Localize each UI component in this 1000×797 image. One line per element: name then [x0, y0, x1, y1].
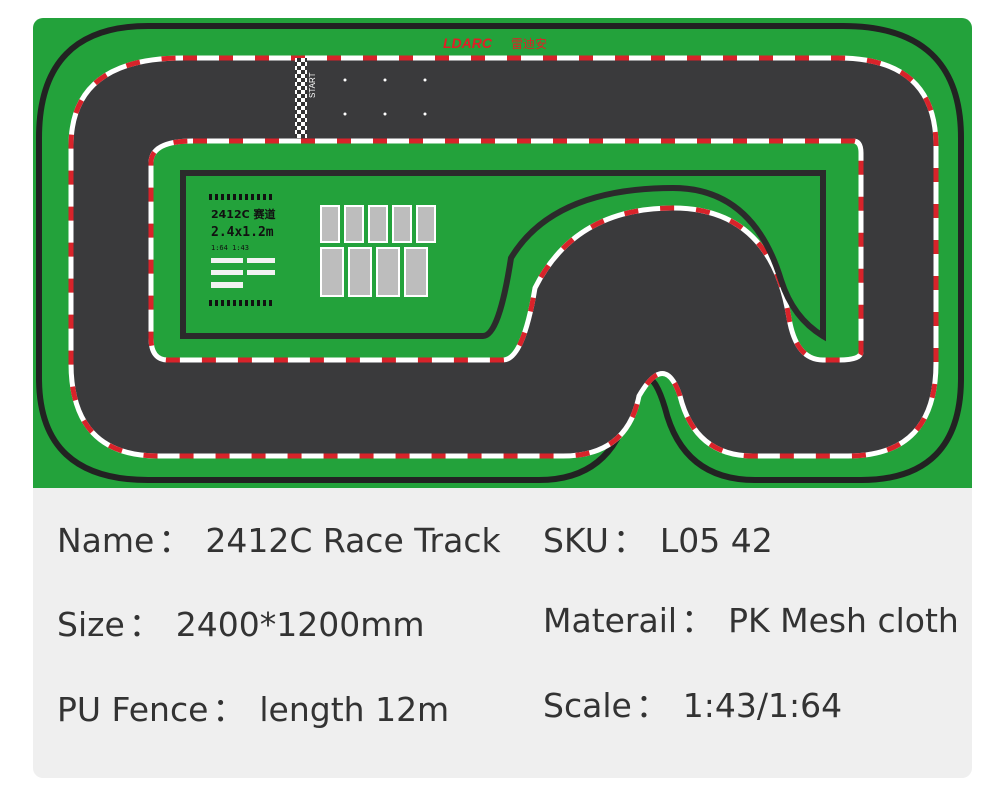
brand-logo: LDARC: [443, 35, 493, 51]
inner-kerb-red: [148, 138, 864, 363]
spec-sku-label: SKU: [543, 521, 609, 560]
start-checker-strip: [295, 58, 307, 138]
spec-size-value: 2400*1200mm: [175, 605, 425, 644]
outer-kerb-red: [68, 55, 939, 459]
spec-sku: SKU： L05 42: [543, 521, 773, 561]
board-title: 2412C 赛道: [211, 207, 276, 221]
spec-scale-label: Scale: [543, 686, 632, 725]
spec-name-value: 2412C Race Track: [205, 521, 501, 560]
spec-material: Materail： PK Mesh cloth: [543, 601, 959, 641]
spec-scale: Scale： 1:43/1:64: [543, 686, 842, 726]
spec-sku-value: L05 42: [659, 521, 773, 560]
spec-separator: ：: [681, 601, 715, 640]
spec-material-label: Materail: [543, 601, 678, 640]
spec-name-label: Name: [57, 521, 155, 560]
spec-separator: ：: [128, 605, 162, 644]
spec-separator: ：: [212, 690, 246, 729]
spec-separator: ：: [635, 686, 669, 725]
grid-markers: [343, 78, 427, 116]
infield-border: [180, 170, 826, 342]
spec-separator: ：: [612, 521, 646, 560]
spec-fence-label: PU Fence: [57, 690, 209, 729]
spec-scale-value: 1:43/1:64: [682, 686, 843, 725]
brand-logo-cn: 雷迪安: [511, 36, 547, 51]
race-track-image: START LDARC 雷迪安 2412C 赛道 2.4x1.2m 1:64 1…: [33, 18, 972, 488]
product-card: START LDARC 雷迪安 2412C 赛道 2.4x1.2m 1:64 1…: [33, 18, 972, 778]
spec-fence-value: length 12m: [259, 690, 450, 729]
spec-size-label: Size: [57, 605, 125, 644]
spec-fence: PU Fence： length 12m: [57, 690, 449, 730]
spec-material-value: PK Mesh cloth: [728, 601, 959, 640]
spec-size: Size： 2400*1200mm: [57, 605, 425, 645]
board-size: 2.4x1.2m: [211, 225, 274, 240]
start-label: START: [308, 72, 317, 98]
spec-name: Name： 2412C Race Track: [57, 521, 501, 561]
pit-boxes: [320, 205, 436, 297]
asphalt-track: [69, 56, 938, 458]
board-scale: 1:64 1:43: [211, 244, 249, 252]
spec-separator: ：: [158, 521, 192, 560]
info-board: 2412C 赛道 2.4x1.2m 1:64 1:43: [209, 194, 276, 306]
